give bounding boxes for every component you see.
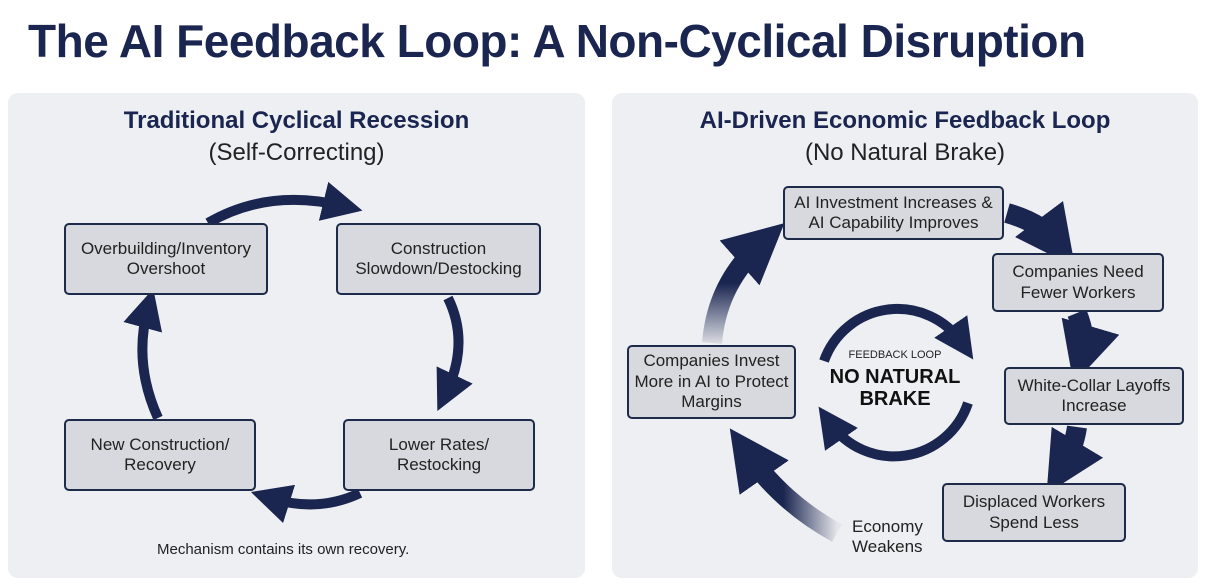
box-new-construction: New Construction/ Recovery bbox=[64, 419, 256, 491]
box-construction-slowdown: Construction Slowdown/Destocking bbox=[336, 223, 541, 295]
left-caption: Mechanism contains its own recovery. bbox=[157, 541, 410, 558]
center-big-label: NO NATURAL BRAKE bbox=[829, 366, 961, 410]
right-panel-subtitle: (No Natural Brake) bbox=[804, 139, 1006, 166]
arrow-bottom bbox=[250, 484, 363, 524]
arrow-layoffs-to-displaced bbox=[1046, 425, 1104, 494]
page-title: The AI Feedback Loop: A Non-Cyclical Dis… bbox=[28, 15, 1086, 67]
box-lower-rates: Lower Rates/ Restocking bbox=[343, 419, 535, 491]
center-small-label: FEEDBACK LOOP bbox=[848, 349, 942, 361]
arrow-top bbox=[205, 181, 363, 228]
arrow-ai-to-fewer bbox=[1004, 200, 1076, 267]
cycle-arrows bbox=[123, 181, 473, 524]
box-fewer-workers: Companies Need Fewer Workers bbox=[992, 253, 1164, 312]
arrow-left bbox=[123, 288, 163, 421]
right-panel: AI-Driven Economic Feedback Loop (No Nat… bbox=[612, 93, 1198, 578]
left-panel-title: Traditional Cyclical Recession bbox=[123, 107, 470, 134]
center-arrow-bottom bbox=[818, 401, 973, 462]
feedback-arrows bbox=[702, 200, 1120, 542]
box-layoffs: White-Collar Layoffs Increase bbox=[1004, 367, 1184, 425]
arrow-invest-to-ai bbox=[702, 223, 785, 345]
left-panel: Traditional Cyclical Recession (Self-Cor… bbox=[8, 93, 585, 578]
arrow-fewer-to-layoffs bbox=[1061, 309, 1120, 384]
center-arrow-top bbox=[819, 304, 974, 363]
right-panel-title: AI-Driven Economic Feedback Loop bbox=[699, 107, 1111, 134]
box-ai-investment: AI Investment Increases & AI Capability … bbox=[783, 186, 1004, 240]
left-panel-subtitle: (Self-Correcting) bbox=[208, 139, 385, 166]
box-overbuilding: Overbuilding/Inventory Overshoot bbox=[64, 223, 268, 295]
box-displaced-workers: Displaced Workers Spend Less bbox=[942, 483, 1126, 542]
arrow-economy-to-invest bbox=[729, 428, 842, 542]
economy-weakens-label: Economy Weakens bbox=[852, 517, 923, 557]
box-invest-more-ai: Companies Invest More in AI to Protect M… bbox=[627, 345, 796, 419]
arrow-right bbox=[436, 295, 473, 412]
